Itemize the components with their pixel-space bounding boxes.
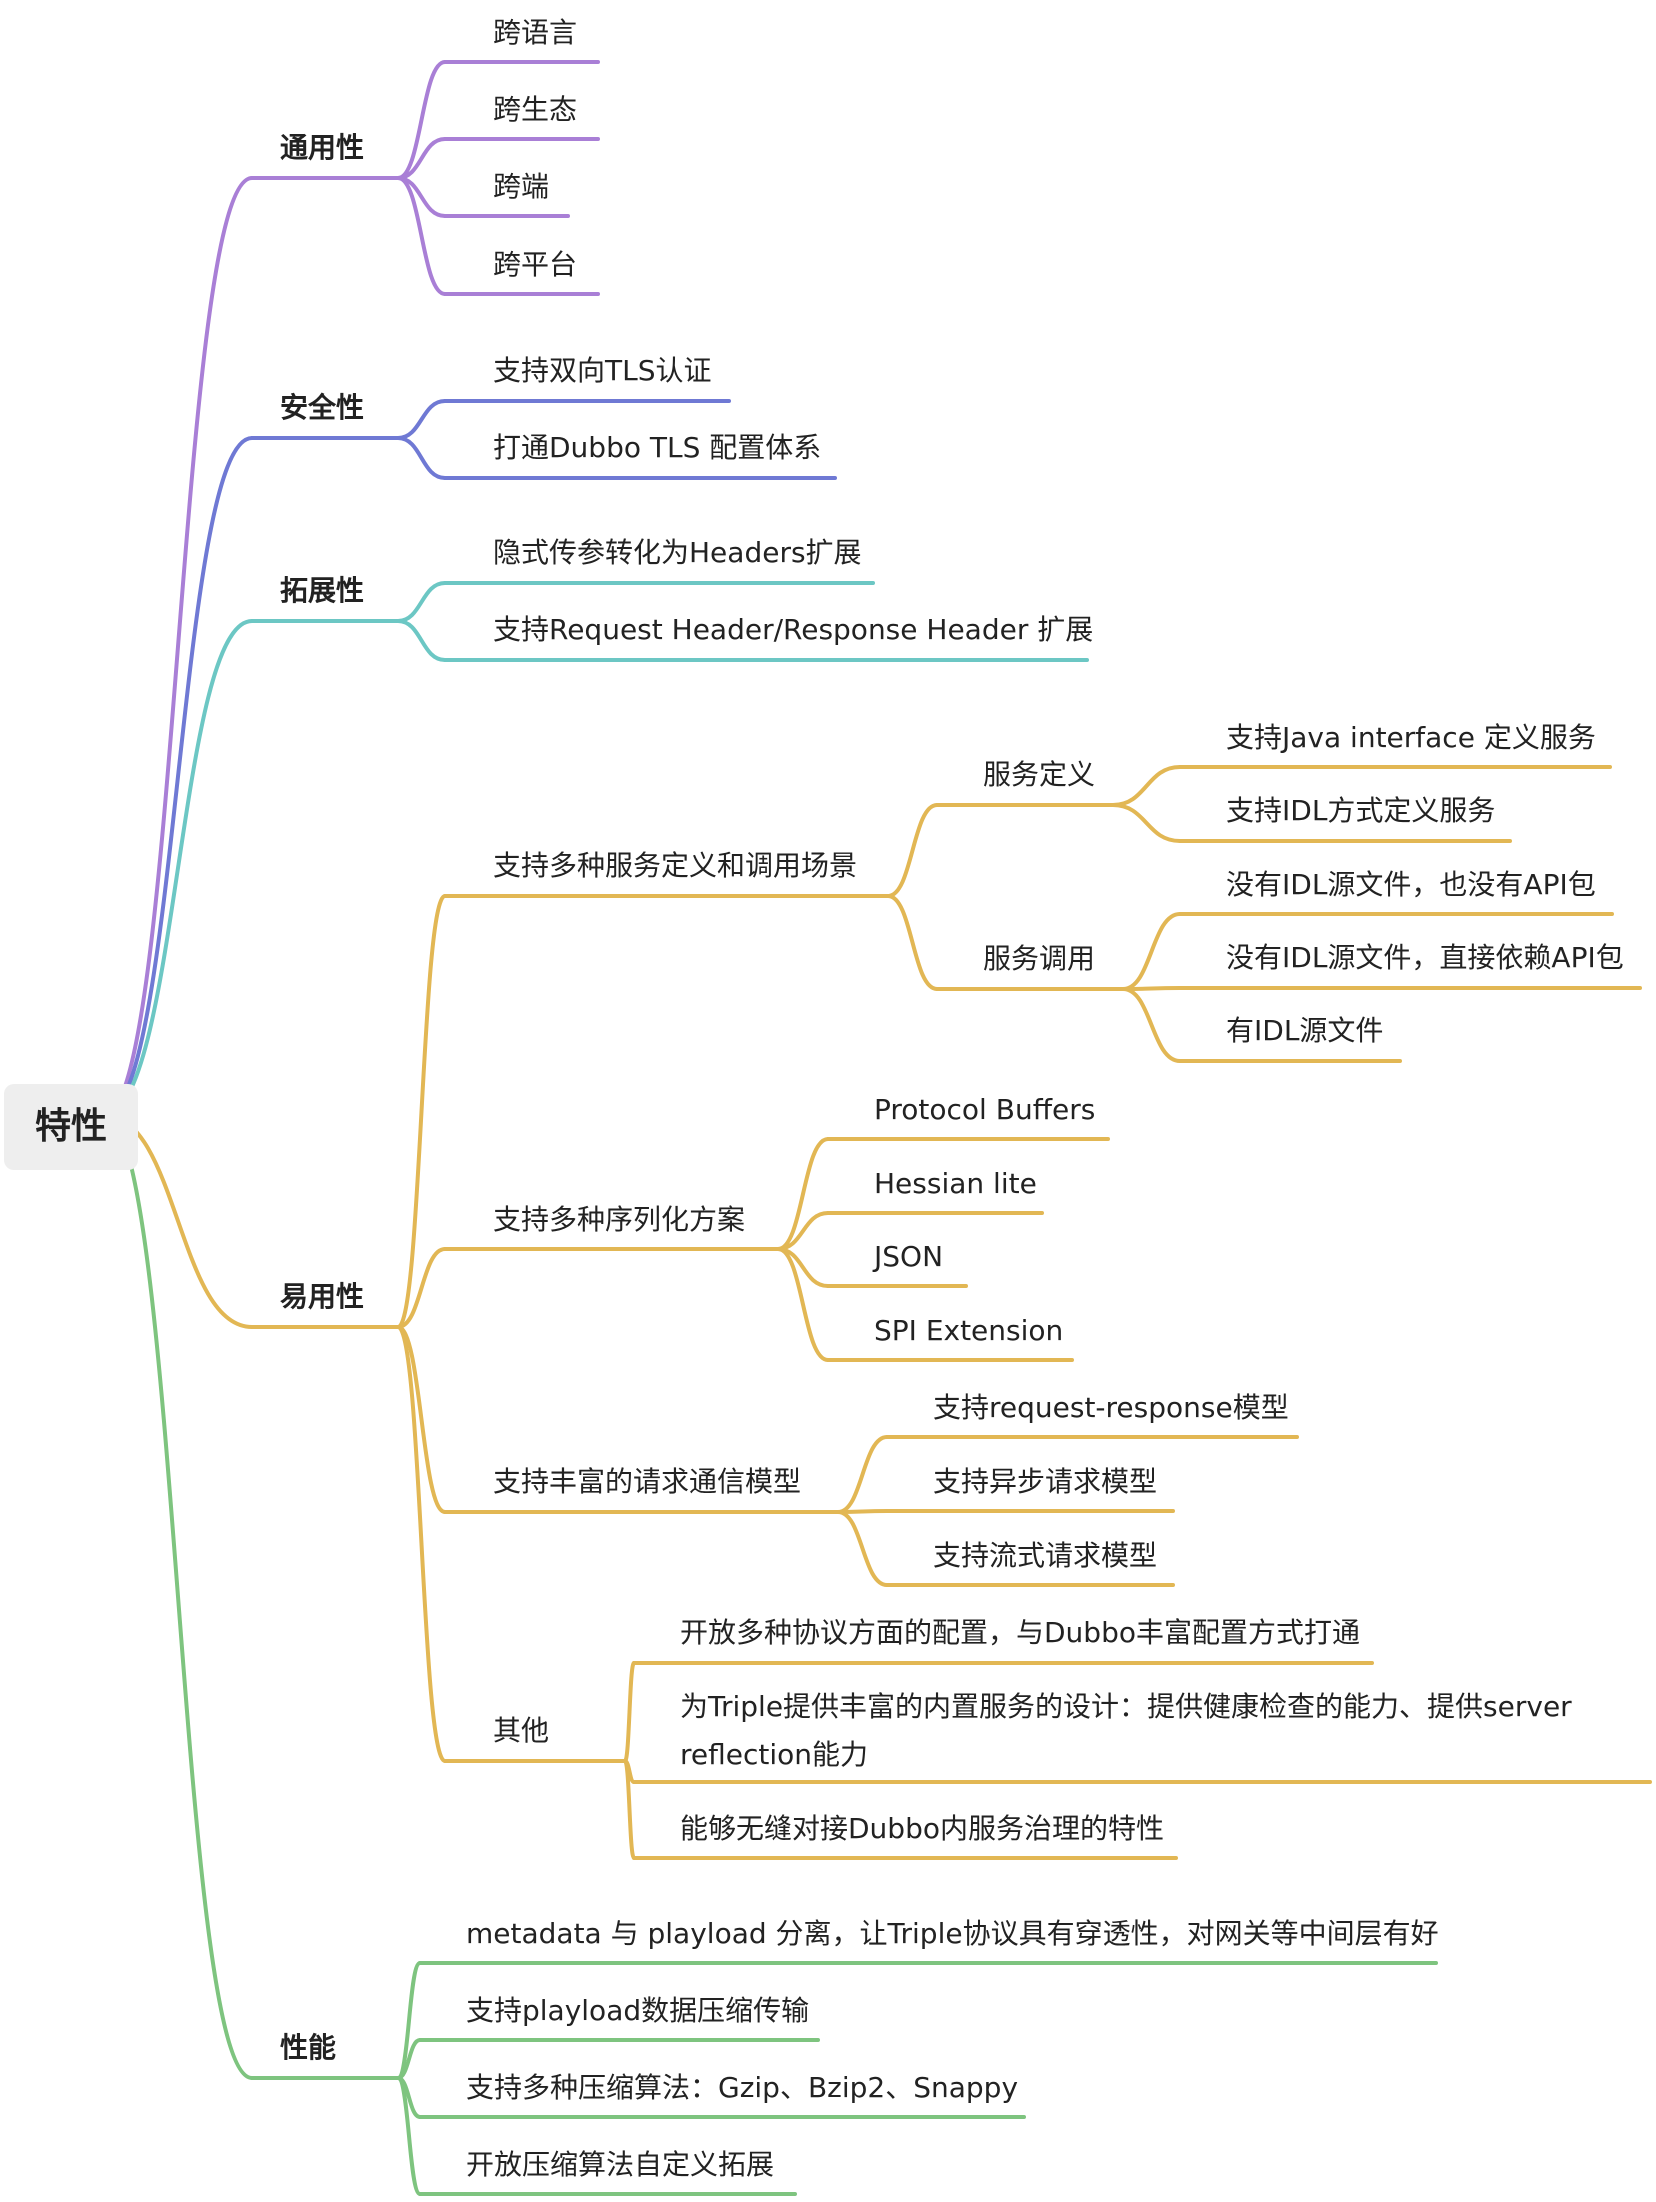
usability-connector-2 bbox=[396, 1325, 447, 1514]
usability-connector-1 bbox=[396, 1247, 447, 1329]
extensibility-connector-1 bbox=[396, 619, 447, 662]
communication-connector-1 bbox=[836, 1509, 889, 1514]
leaf-service-governance[interactable]: 能够无缝对接Dubbo内服务治理的特性 bbox=[680, 1812, 1164, 1845]
leaf-async-model[interactable]: 支持异步请求模型 bbox=[933, 1465, 1158, 1498]
leaf-with-idl[interactable]: 有IDL源文件 bbox=[1226, 1014, 1384, 1047]
leaf-compression-algorithms[interactable]: 支持多种压缩算法：Gzip、Bzip2、Snappy bbox=[466, 2071, 1019, 2104]
root-node-label: 特性 bbox=[34, 1106, 107, 1147]
branch-node-generality[interactable]: 通用性 bbox=[280, 131, 365, 164]
connector-root-security bbox=[102, 436, 254, 1117]
leaf-no-idl-with-api[interactable]: 没有IDL源文件，直接依赖API包 bbox=[1226, 941, 1624, 974]
leaf-no-idl-no-api[interactable]: 没有IDL源文件，也没有API包 bbox=[1226, 868, 1596, 901]
generality-connector-0 bbox=[396, 60, 447, 180]
leaf-payload-compression[interactable]: 支持playload数据压缩传输 bbox=[466, 1994, 810, 2027]
scenarios-connector-1 bbox=[886, 894, 939, 991]
leaf-builtin-services[interactable]: 为Triple提供丰富的内置服务的设计：提供健康检查的能力、提供server r… bbox=[680, 1690, 1572, 1771]
node-service-definition-scenarios[interactable]: 支持多种服务定义和调用场景 bbox=[493, 849, 858, 882]
invocation-connector-0 bbox=[1121, 912, 1182, 991]
usability-connector-3 bbox=[396, 1325, 447, 1763]
generality-connector-3 bbox=[396, 176, 447, 296]
leaf-open-protocol-config[interactable]: 开放多种协议方面的配置，与Dubbo丰富配置方式打通 bbox=[680, 1616, 1360, 1649]
branch-node-extensibility[interactable]: 拓展性 bbox=[280, 574, 365, 607]
leaf-protocol-buffers[interactable]: Protocol Buffers bbox=[874, 1093, 1096, 1126]
generality-connector-1 bbox=[396, 137, 447, 180]
branch-node-usability[interactable]: 易用性 bbox=[280, 1280, 365, 1313]
security-connector-1 bbox=[396, 436, 447, 480]
definition-connector-0 bbox=[1111, 765, 1182, 807]
serialization-connector-0 bbox=[776, 1137, 830, 1251]
connector-root-performance bbox=[102, 1113, 254, 2080]
leaf-idl-definition[interactable]: 支持IDL方式定义服务 bbox=[1226, 794, 1496, 827]
leaf-streaming-model[interactable]: 支持流式请求模型 bbox=[933, 1539, 1158, 1572]
node-others[interactable]: 其他 bbox=[493, 1714, 550, 1747]
leaf-spi-extension[interactable]: SPI Extension bbox=[874, 1314, 1064, 1347]
connector-root-generality bbox=[102, 176, 254, 1117]
others-connector-0 bbox=[623, 1661, 636, 1763]
leaf-cross-language[interactable]: 跨语言 bbox=[493, 16, 578, 49]
leaf-json[interactable]: JSON bbox=[874, 1240, 944, 1273]
node-service-definition[interactable]: 服务定义 bbox=[983, 758, 1096, 791]
leaf-metadata-payload-separation[interactable]: metadata 与 playload 分离，让Triple协议具有穿透性，对网… bbox=[466, 1917, 1439, 1950]
node-serialization-schemes[interactable]: 支持多种序列化方案 bbox=[493, 1203, 746, 1236]
node-communication-models[interactable]: 支持丰富的请求通信模型 bbox=[493, 1465, 802, 1498]
leaf-mutual-tls[interactable]: 支持双向TLS认证 bbox=[493, 354, 712, 387]
leaf-cross-end[interactable]: 跨端 bbox=[493, 170, 550, 203]
others-connector-2 bbox=[623, 1759, 636, 1860]
leaf-cross-ecosystem[interactable]: 跨生态 bbox=[493, 93, 578, 126]
leaf-request-response-model[interactable]: 支持request-response模型 bbox=[933, 1391, 1289, 1424]
leaf-hessian-lite[interactable]: Hessian lite bbox=[874, 1167, 1037, 1200]
node-service-invocation[interactable]: 服务调用 bbox=[983, 942, 1096, 975]
communication-connector-2 bbox=[836, 1510, 889, 1587]
connector-root-extensibility bbox=[102, 619, 254, 1117]
security-connector-0 bbox=[396, 399, 447, 440]
extensibility-connector-0 bbox=[396, 581, 447, 623]
leaf-java-interface[interactable]: 支持Java interface 定义服务 bbox=[1226, 721, 1596, 754]
leaf-implicit-params-headers[interactable]: 隐式传参转化为Headers扩展 bbox=[493, 536, 862, 569]
invocation-connector-2 bbox=[1121, 987, 1182, 1063]
usability-connector-0 bbox=[396, 894, 447, 1329]
serialization-connector-3 bbox=[776, 1247, 830, 1362]
leaf-cross-platform[interactable]: 跨平台 bbox=[493, 248, 578, 281]
leaf-dubbo-tls-config[interactable]: 打通Dubbo TLS 配置体系 bbox=[493, 431, 822, 464]
performance-connector-3 bbox=[396, 2076, 422, 2196]
leaf-custom-compression[interactable]: 开放压缩算法自定义拓展 bbox=[466, 2148, 775, 2181]
definition-connector-1 bbox=[1111, 803, 1182, 843]
branch-node-performance[interactable]: 性能 bbox=[280, 2031, 337, 2064]
root-node[interactable] bbox=[4, 1084, 138, 1170]
scenarios-connector-0 bbox=[886, 803, 939, 898]
invocation-connector-1 bbox=[1121, 986, 1182, 991]
communication-connector-0 bbox=[836, 1435, 889, 1514]
leaf-request-response-header[interactable]: 支持Request Header/Response Header 扩展 bbox=[493, 613, 1094, 646]
branch-node-security[interactable]: 安全性 bbox=[280, 391, 365, 424]
